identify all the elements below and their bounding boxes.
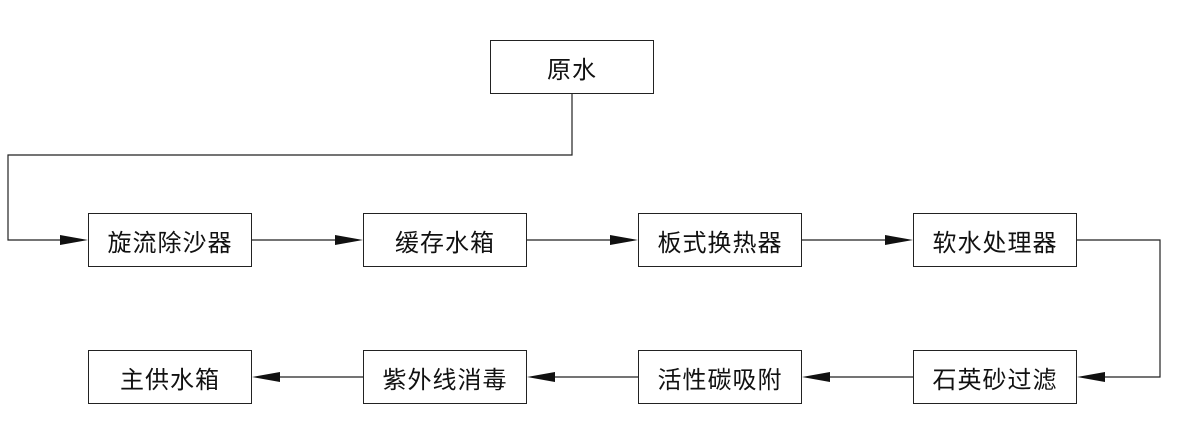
- node-cyclone-desander: 旋流除沙器: [88, 213, 252, 267]
- node-label: 缓存水箱: [395, 228, 495, 257]
- node-label: 板式换热器: [657, 228, 783, 257]
- arrowhead-icon: [610, 235, 638, 245]
- node-label: 原水: [547, 55, 597, 84]
- arrowhead-icon: [335, 235, 363, 245]
- connector-raw-to-desander: [7, 94, 573, 241]
- node-raw-water: 原水: [490, 40, 654, 94]
- node-quartz-sand-filter: 石英砂过滤: [913, 350, 1077, 404]
- node-main-supply-tank: 主供水箱: [88, 350, 252, 404]
- node-label: 活性碳吸附: [657, 365, 783, 394]
- arrowhead-icon: [802, 372, 830, 382]
- node-label: 主供水箱: [120, 365, 220, 394]
- node-plate-heat-exchanger: 板式换热器: [638, 213, 802, 267]
- node-activated-carbon: 活性碳吸附: [638, 350, 802, 404]
- connector-softener-to-filter: [1077, 239, 1161, 378]
- node-label: 紫外线消毒: [382, 365, 508, 394]
- arrowhead-icon: [60, 235, 88, 245]
- node-water-softener: 软水处理器: [913, 213, 1077, 267]
- node-label: 软水处理器: [932, 228, 1058, 257]
- arrowhead-icon: [885, 235, 913, 245]
- arrowhead-icon: [527, 372, 555, 382]
- arrowhead-icon: [252, 372, 280, 382]
- node-buffer-tank: 缓存水箱: [363, 213, 527, 267]
- node-label: 旋流除沙器: [107, 228, 233, 257]
- arrowhead-icon: [1077, 372, 1105, 382]
- node-label: 石英砂过滤: [932, 365, 1058, 394]
- node-uv-disinfection: 紫外线消毒: [363, 350, 527, 404]
